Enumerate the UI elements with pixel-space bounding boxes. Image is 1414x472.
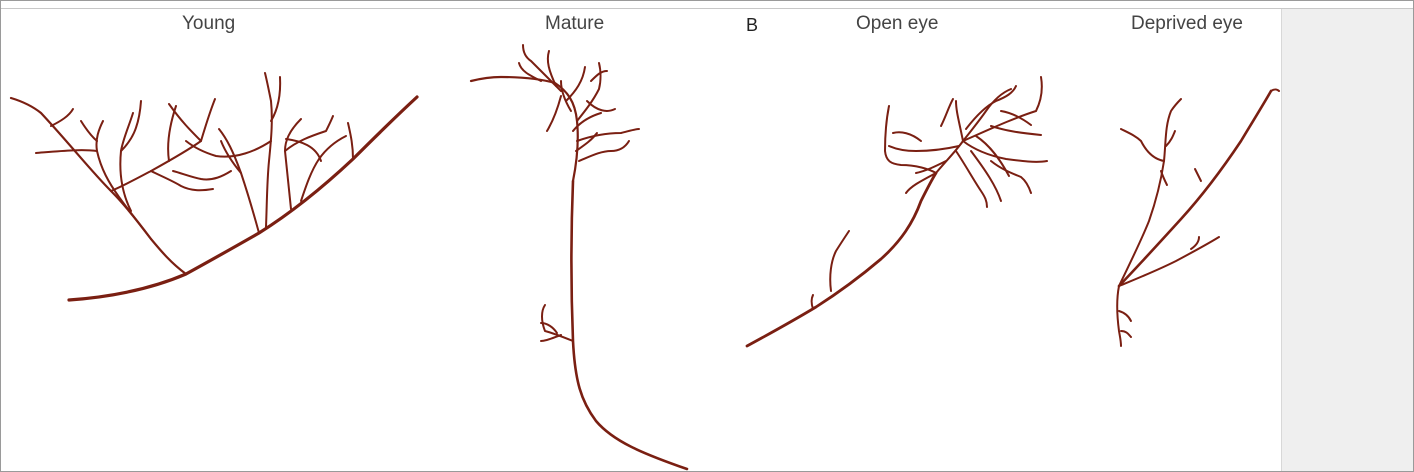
neuron-open-eye <box>747 77 1047 346</box>
neuron-mature <box>471 45 687 469</box>
neuron-deprived-eye <box>1117 90 1279 347</box>
neuron-young <box>11 73 417 300</box>
side-panel <box>1281 9 1414 471</box>
neuron-drawings <box>1 1 1281 471</box>
